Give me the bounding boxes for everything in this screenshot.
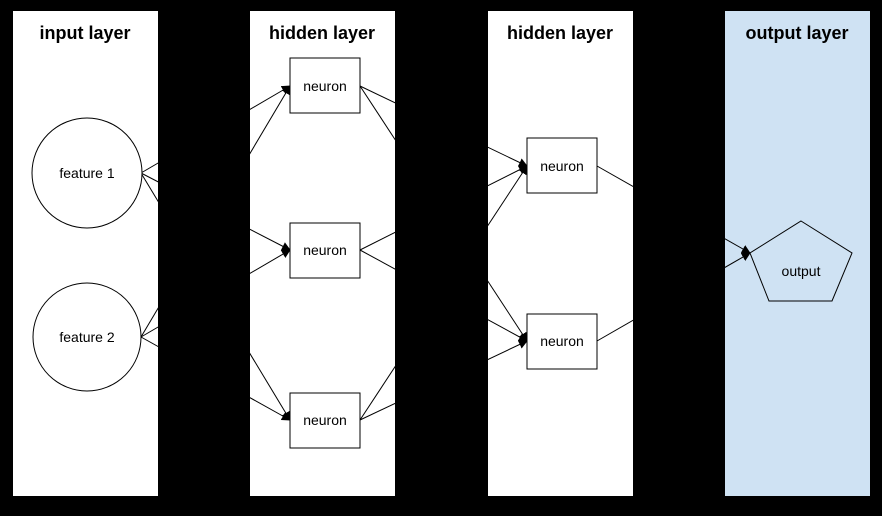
- input-layer-title: input layer: [39, 23, 130, 43]
- h2n1-label: neuron: [540, 158, 584, 174]
- h1n3-label: neuron: [303, 412, 347, 428]
- h1n1-label: neuron: [303, 78, 347, 94]
- feature2-circle: [32, 282, 142, 392]
- h1n1-box: [289, 57, 361, 114]
- output-label: output: [782, 263, 821, 279]
- input-layer-panel: [13, 11, 158, 496]
- feature1-label: feature 1: [59, 165, 114, 181]
- node-h2n1: neuron: [526, 137, 598, 194]
- node-feature2: feature 2: [32, 282, 142, 392]
- h2n2-box: [526, 313, 598, 370]
- output-layer-title: output layer: [745, 23, 848, 43]
- node-output: output: [749, 220, 853, 302]
- node-h1n2: neuron: [289, 222, 361, 279]
- feature1-circle: [31, 117, 143, 229]
- hidden-layer2-title: hidden layer: [507, 23, 613, 43]
- node-feature1: feature 1: [31, 117, 143, 229]
- feature2-label: feature 2: [59, 329, 114, 345]
- node-h1n3: neuron: [289, 392, 361, 449]
- hidden-layer1-title: hidden layer: [269, 23, 375, 43]
- h1n2-label: neuron: [303, 242, 347, 258]
- node-h1n1: neuron: [289, 57, 361, 114]
- h2n2-label: neuron: [540, 333, 584, 349]
- h2n1-box: [526, 137, 598, 194]
- output-pentagon: [749, 220, 853, 302]
- h1n2-box: [289, 222, 361, 279]
- layer-panel-hidden2: hidden layer: [488, 11, 633, 496]
- node-h2n2: neuron: [526, 313, 598, 370]
- h1n3-box: [289, 392, 361, 449]
- hidden-layer2-panel: [488, 11, 633, 496]
- layer-panel-input: input layer: [13, 11, 158, 496]
